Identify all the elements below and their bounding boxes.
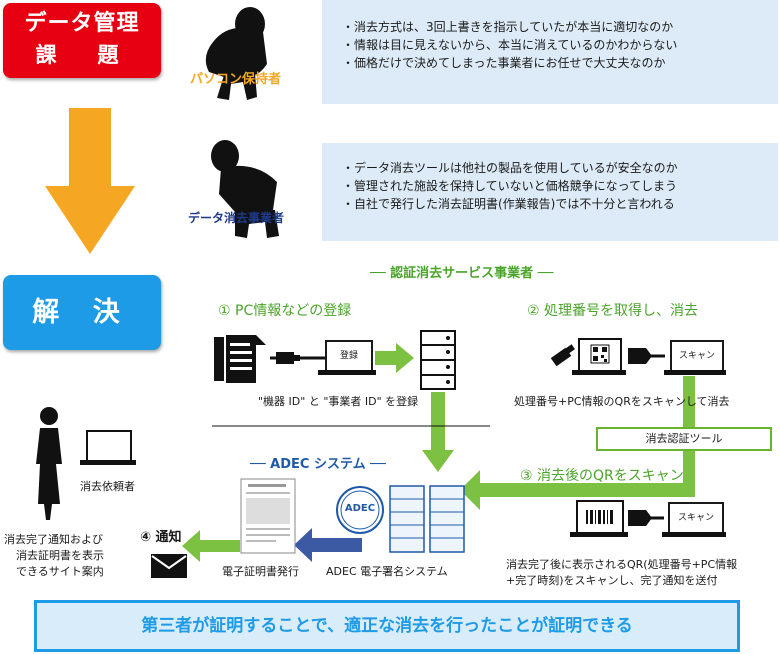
concern-item: ・自社で発行した消去証明書(作業報告)では不十分と言われる	[342, 197, 675, 211]
step2-caption: 処理番号+PC情報のQRをスキャンして消去	[514, 395, 730, 408]
eraser-label: データ消去事業者	[188, 211, 285, 225]
site-note-line3: できるサイト案内	[16, 565, 104, 578]
connector-icon	[276, 352, 300, 364]
certified-provider-title: ── 認証消去サービス事業者 ──	[370, 266, 554, 281]
usb-drive-icon	[550, 344, 575, 367]
laptop-base	[572, 370, 626, 375]
laptop-base	[662, 532, 726, 537]
concern-item: ・管理された施設を保持していないと価格競争になってしまう	[342, 179, 678, 193]
problem-badge-line2: 課 題	[35, 43, 129, 67]
laptop-base	[318, 370, 376, 375]
adec-system-title: ── ADEC システム ──	[250, 457, 386, 472]
mail-envelope-icon	[151, 554, 187, 578]
step3-caption-line2: +完了時刻)をスキャンし、完了通知を送付	[506, 574, 718, 587]
step1-laptop-screen: 登録	[325, 340, 373, 372]
signature-system-label: ADEC 電子署名システム	[326, 565, 448, 578]
worried-eraser-icon	[211, 140, 279, 238]
erase-tool-box: 消去認証ツール	[596, 427, 772, 451]
step3-scan-screen: スキャン	[668, 502, 724, 534]
site-note-line1: 消去完了通知および	[4, 533, 103, 546]
step2-laptop-screen	[578, 338, 622, 372]
step3-title: ③ 消去後のQRをスキャン	[520, 468, 684, 484]
client-woman-icon	[36, 407, 62, 520]
pc-owner-label: パソコン保持者	[190, 72, 282, 87]
certificate-issue-label: 電子証明書発行	[222, 565, 299, 578]
server-rack-icon	[389, 485, 465, 553]
solution-badge: 解 決	[3, 275, 161, 350]
down-arrow	[45, 108, 135, 254]
adec-logo-text: ADEC	[344, 503, 376, 514]
problem-badge: データ管理 課 題	[3, 3, 161, 78]
scanner-icon	[628, 348, 652, 364]
concern-item: ・消去方式は、3回上書きを指示していたが本当に適切なのか	[342, 20, 674, 34]
adec-logo-icon	[336, 486, 384, 534]
step1-caption: "機器 ID" と "事業者 ID" を登録	[258, 395, 419, 408]
site-note: 消去完了通知および 消去証明書を表示 できるサイト案内	[4, 532, 104, 580]
problem-badge-line1: データ管理	[24, 11, 140, 36]
client-label: 消去依頼者	[80, 480, 135, 493]
step3-caption-line1: 消去完了後に表示されるQR(処理番号+PC情報	[506, 558, 738, 571]
eraser-concerns-panel: ・データ消去ツールは他社の製品を使用しているが安全なのか ・管理された施設を保持…	[322, 143, 778, 241]
concern-item: ・データ消去ツールは他社の製品を使用しているが安全なのか	[342, 161, 678, 175]
barcode-icon	[586, 510, 613, 524]
site-note-line2: 消去証明書を表示	[16, 549, 104, 562]
document-icon	[214, 335, 266, 383]
step4-title: ④ 通知	[140, 530, 182, 545]
pc-owner-concerns-panel: ・消去方式は、3回上書きを指示していたが本当に適切なのか ・情報は目に見えないか…	[322, 0, 778, 104]
step1-title: ① PC情報などの登録	[218, 303, 352, 319]
client-laptop-screen	[86, 430, 132, 462]
concern-item: ・情報は目に見えないから、本当に消えているのかわからない	[342, 38, 678, 52]
step2-title: ② 処理番号を取得し、消去	[527, 303, 699, 319]
laptop-base	[664, 370, 726, 375]
laptop-base	[570, 532, 628, 537]
certificate-document-icon	[240, 478, 296, 554]
worried-pc-owner-icon	[205, 7, 267, 100]
concern-item: ・価格だけで決めてしまった事業者にお任せで大丈夫なのか	[342, 56, 666, 70]
qr-code-icon	[590, 344, 610, 364]
scanner-icon	[628, 510, 652, 526]
server-icon	[420, 330, 456, 390]
laptop-base	[80, 460, 136, 465]
step3-laptop-screen	[576, 500, 624, 534]
step2-scan-screen: スキャン	[670, 340, 724, 372]
conclusion-banner: 第三者が証明することで、適正な消去を行ったことが証明できる	[34, 600, 740, 652]
